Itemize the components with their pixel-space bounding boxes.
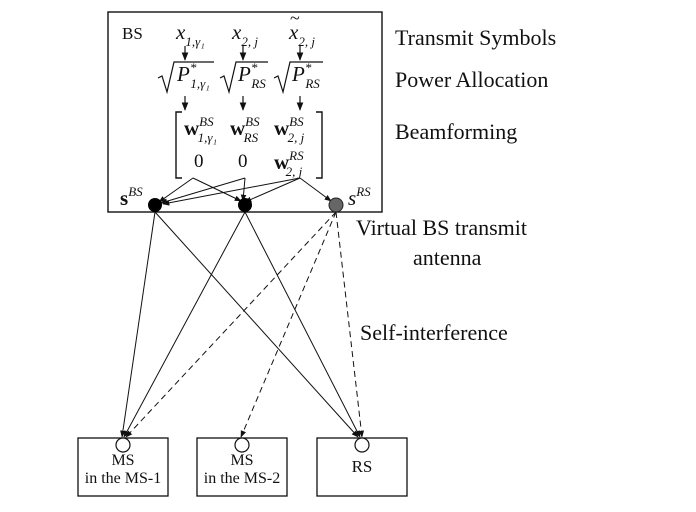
link-rs-ms2-dashed xyxy=(240,211,337,438)
beam-w3: wBS2, j xyxy=(274,114,305,145)
receiver-ms2-text: MS in the MS-2 xyxy=(203,452,281,487)
sqrt-sign-3 xyxy=(273,61,323,95)
antenna-rs xyxy=(328,197,344,213)
label-virtual-antenna-line2: antenna xyxy=(413,245,482,270)
beam-line-7 xyxy=(299,177,332,202)
power-p1: P*1,γ₁ xyxy=(177,60,210,91)
matrix-bracket-right xyxy=(316,111,323,179)
receiver-antenna-ms2 xyxy=(234,437,250,453)
link-a1-ms1 xyxy=(120,211,156,438)
receiver-rs-text: RS xyxy=(351,457,373,476)
matrix-bracket-left xyxy=(175,111,182,179)
receiver-antenna-rs xyxy=(354,437,370,453)
receiver-ms1-text: MS in the MS-1 xyxy=(84,452,162,487)
symbol-x2-tilde: x2, j xyxy=(289,20,315,49)
symbol-x2: x2, j xyxy=(232,20,258,49)
beam-line-4 xyxy=(240,177,247,202)
symbol-x1: x1,γ₁ xyxy=(176,20,205,49)
beam-w2: wBSRS xyxy=(230,114,260,145)
beam-line-2 xyxy=(192,177,242,202)
beam-zero-1: 0 xyxy=(194,151,204,172)
beam-w1: wBS1,γ₁ xyxy=(184,114,218,145)
beam-line-1 xyxy=(158,177,194,203)
label-self-interference: Self-interference xyxy=(360,320,508,345)
sqrt-sign-1 xyxy=(157,61,214,95)
power-p2: P*RS xyxy=(238,60,266,91)
beam-line-3 xyxy=(160,177,246,204)
sqrt-sign-2 xyxy=(219,61,268,95)
tilde-mark: ~ xyxy=(290,8,300,28)
signal-bs-label: sBS xyxy=(120,184,143,210)
label-beamforming: Beamforming xyxy=(395,119,518,144)
bs-label: BS xyxy=(122,24,143,43)
power-p3: P*RS xyxy=(292,60,320,91)
antenna-bs-1 xyxy=(148,198,162,212)
receiver-antenna-ms1 xyxy=(115,437,131,453)
label-transmit-symbols: Transmit Symbols xyxy=(395,25,557,50)
link-a2-rs xyxy=(244,211,361,438)
link-a2-ms1 xyxy=(123,211,246,438)
signal-rs-label: sRS xyxy=(348,184,371,210)
label-virtual-antenna-line1: Virtual BS transmit xyxy=(356,215,528,240)
link-a1-rs xyxy=(154,211,359,438)
link-rs-rs-dashed xyxy=(335,211,365,438)
link-rs-ms1-dashed xyxy=(125,211,337,438)
antenna-bs-2 xyxy=(238,198,252,212)
beam-line-5 xyxy=(162,177,301,206)
label-power-allocation: Power Allocation xyxy=(395,67,549,92)
beam-w4: wRS2, j xyxy=(274,148,304,179)
beam-line-6 xyxy=(244,177,301,203)
beam-zero-2: 0 xyxy=(238,151,248,172)
